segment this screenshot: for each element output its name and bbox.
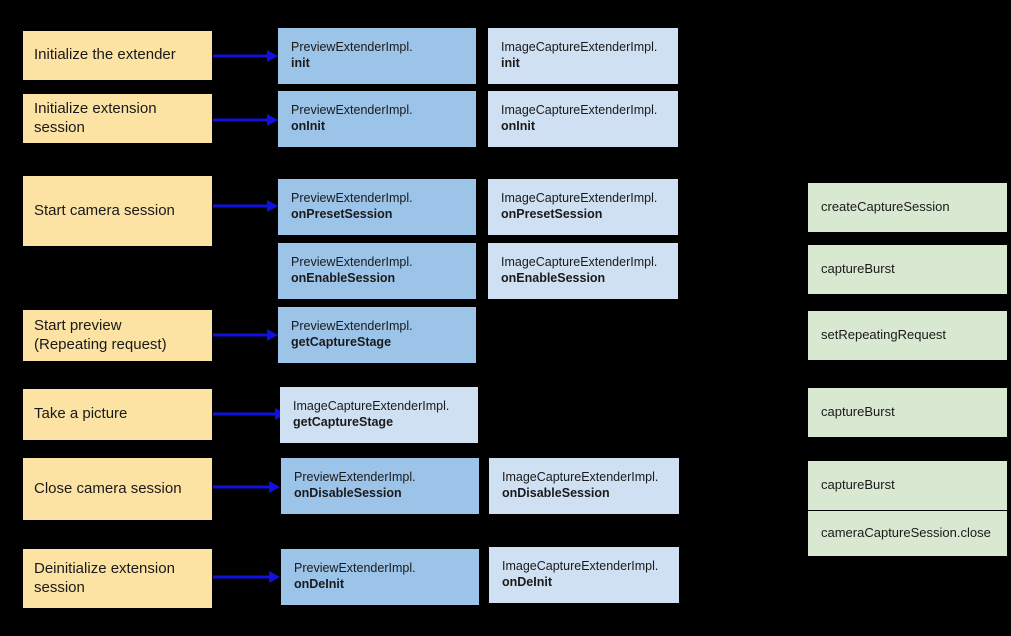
stage-label: Start preview (Repeating request) <box>34 316 167 353</box>
camera2-box-captureburst-1[interactable]: captureBurst <box>808 245 1007 294</box>
arrow-head <box>267 200 278 212</box>
arrow-head <box>269 571 280 583</box>
camera2-box-setrepeatingrequest[interactable]: setRepeatingRequest <box>808 311 1007 360</box>
api-box-imagecaptureextenderimpl-onenablesession[interactable]: ImageCaptureExtenderImpl. onEnableSessio… <box>488 243 678 299</box>
api-method-name: init <box>501 56 520 70</box>
arrow-shaft <box>213 54 267 58</box>
camera2-label: captureBurst <box>821 261 895 277</box>
api-box-previewextenderimpl-onpresetsession[interactable]: PreviewExtenderImpl. onPresetSession <box>278 179 476 235</box>
stage-label: Initialize extension session <box>34 99 157 136</box>
api-method-name: onInit <box>291 119 326 133</box>
api-method-name: onDisableSession <box>294 486 402 500</box>
stage-box-close-camera-session[interactable]: Close camera session <box>23 458 212 520</box>
stage-label: Start camera session <box>34 201 175 219</box>
api-class-name: ImageCaptureExtenderImpl. <box>501 191 658 206</box>
stage-label: Deinitialize extension session <box>34 559 175 596</box>
arrow-shaft <box>213 412 275 416</box>
stage-label: Close camera session <box>34 479 182 497</box>
stage-box-deinitialize-extension-session[interactable]: Deinitialize extension session <box>23 549 212 608</box>
arrow-shaft <box>213 485 269 489</box>
api-class-name: PreviewExtenderImpl. <box>294 561 416 576</box>
api-box-previewextenderimpl-ondeinit[interactable]: PreviewExtenderImpl. onDeInit <box>281 549 479 605</box>
arrow-shaft <box>213 204 267 208</box>
api-class-name: ImageCaptureExtenderImpl. <box>501 255 658 270</box>
api-class-name: PreviewExtenderImpl. <box>291 103 413 118</box>
api-class-name: PreviewExtenderImpl. <box>294 470 416 485</box>
api-method-name: init <box>291 56 310 70</box>
api-box-previewextenderimpl-onenablesession[interactable]: PreviewExtenderImpl. onEnableSession <box>278 243 476 299</box>
stage-box-initialize-the-extender[interactable]: Initialize the extender <box>23 31 212 80</box>
api-class-name: PreviewExtenderImpl. <box>291 191 413 206</box>
api-box-imagecaptureextenderimpl-init[interactable]: ImageCaptureExtenderImpl. init <box>488 28 678 84</box>
camera2-box-captureburst-3[interactable]: captureBurst <box>808 461 1007 510</box>
arrow-head <box>267 329 278 341</box>
api-class-name: ImageCaptureExtenderImpl. <box>502 559 659 574</box>
camera2-box-cameracapturesession-close[interactable]: cameraCaptureSession.close <box>808 511 1007 556</box>
camera2-label: captureBurst <box>821 477 895 493</box>
arrow-shaft <box>213 575 269 579</box>
camera2-box-captureburst-2[interactable]: captureBurst <box>808 388 1007 437</box>
api-method-name: onDisableSession <box>502 486 610 500</box>
api-box-imagecaptureextenderimpl-oninit[interactable]: ImageCaptureExtenderImpl. onInit <box>488 91 678 147</box>
api-box-previewextenderimpl-oninit[interactable]: PreviewExtenderImpl. onInit <box>278 91 476 147</box>
camera2-label: captureBurst <box>821 404 895 420</box>
stage-box-initialize-extension-session[interactable]: Initialize extension session <box>23 94 212 143</box>
api-class-name: ImageCaptureExtenderImpl. <box>501 40 658 55</box>
api-box-previewextenderimpl-ondisablesession[interactable]: PreviewExtenderImpl. onDisableSession <box>281 458 479 514</box>
api-class-name: PreviewExtenderImpl. <box>291 40 413 55</box>
api-box-imagecaptureextenderimpl-ondisablesession[interactable]: ImageCaptureExtenderImpl. onDisableSessi… <box>489 458 679 514</box>
api-method-name: onDeInit <box>502 575 552 589</box>
arrow-head <box>269 481 280 493</box>
arrow-shaft <box>213 333 267 337</box>
api-method-name: onInit <box>501 119 536 133</box>
api-box-previewextenderimpl-getcapturestage[interactable]: PreviewExtenderImpl. getCaptureStage <box>278 307 476 363</box>
api-class-name: PreviewExtenderImpl. <box>291 255 413 270</box>
api-method-name: onPresetSession <box>291 207 393 221</box>
api-class-name: PreviewExtenderImpl. <box>291 319 413 334</box>
stage-label: Initialize the extender <box>34 46 176 64</box>
arrow-head <box>267 114 278 126</box>
camera2-label: cameraCaptureSession.close <box>821 525 991 541</box>
api-class-name: ImageCaptureExtenderImpl. <box>293 399 450 414</box>
arrow-shaft <box>213 118 267 122</box>
stage-box-start-camera-session[interactable]: Start camera session <box>23 176 212 246</box>
camera2-label: setRepeatingRequest <box>821 327 947 343</box>
api-method-name: getCaptureStage <box>291 335 392 349</box>
api-method-name: onEnableSession <box>291 271 396 285</box>
camera2-label: createCaptureSession <box>821 199 950 215</box>
stage-label: Take a picture <box>34 405 128 423</box>
camera2-box-createcapturesession[interactable]: createCaptureSession <box>808 183 1007 232</box>
api-box-previewextenderimpl-init[interactable]: PreviewExtenderImpl. init <box>278 28 476 84</box>
arrow-head <box>267 50 278 62</box>
api-class-name: ImageCaptureExtenderImpl. <box>502 470 659 485</box>
stage-box-take-a-picture[interactable]: Take a picture <box>23 389 212 440</box>
api-box-imagecaptureextenderimpl-ondeinit[interactable]: ImageCaptureExtenderImpl. onDeInit <box>489 547 679 603</box>
api-method-name: getCaptureStage <box>293 415 394 429</box>
stage-box-start-preview[interactable]: Start preview (Repeating request) <box>23 310 212 361</box>
api-box-imagecaptureextenderimpl-onpresetsession[interactable]: ImageCaptureExtenderImpl. onPresetSessio… <box>488 179 678 235</box>
api-method-name: onEnableSession <box>501 271 606 285</box>
api-box-imagecaptureextenderimpl-getcapturestage[interactable]: ImageCaptureExtenderImpl. getCaptureStag… <box>280 387 478 443</box>
api-class-name: ImageCaptureExtenderImpl. <box>501 103 658 118</box>
api-method-name: onDeInit <box>294 577 344 591</box>
api-method-name: onPresetSession <box>501 207 603 221</box>
